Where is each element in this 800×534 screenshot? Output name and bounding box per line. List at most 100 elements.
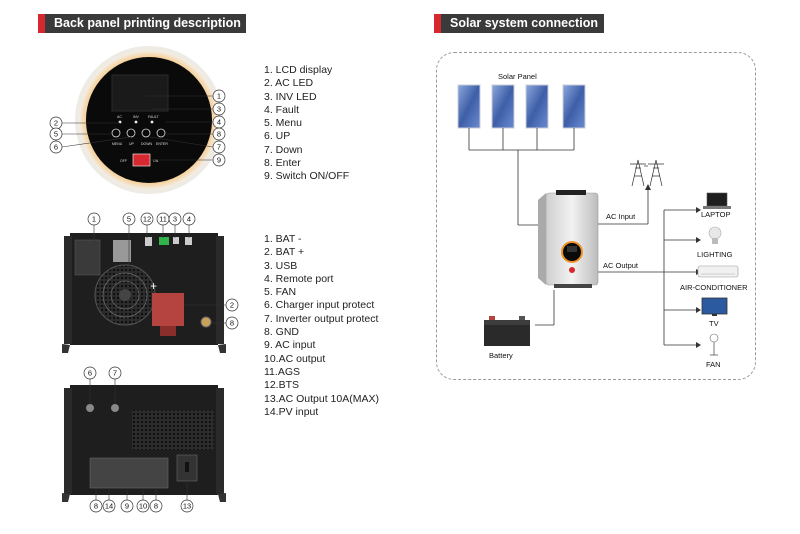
side-callout-14: 14	[105, 502, 113, 511]
power-switch[interactable]	[132, 153, 151, 167]
load-fan: FAN	[706, 360, 721, 369]
battery-label: Battery	[489, 351, 513, 360]
front-callout-3: 3	[217, 105, 221, 114]
solar-panels	[457, 84, 586, 129]
back-panel-list-item: 8. GND	[264, 326, 300, 339]
solar-diagram-frame	[436, 52, 756, 380]
back-panel-list-item: 14.PV input	[264, 405, 319, 418]
side-callout-8b: 8	[154, 502, 158, 511]
ac-led-label: AC	[117, 115, 122, 119]
enter-label: ENTER	[156, 142, 168, 146]
front-panel-list-item: 4. Fault	[264, 103, 300, 116]
down-label: DOWN	[141, 142, 153, 146]
back-panel-list-item: 11.AGS	[264, 365, 300, 378]
front-panel-list-item: 2. AC LED	[264, 77, 314, 90]
lcd-display	[111, 74, 169, 112]
front-callout-4: 4	[217, 118, 221, 127]
ac-output-label: AC Output	[603, 261, 639, 270]
load-lighting: LIGHTING	[697, 250, 733, 259]
side-callout-8a: 8	[94, 502, 98, 511]
side-callout-6: 6	[88, 369, 92, 378]
off-label: OFF	[120, 159, 127, 163]
back-panel-list-item: 1. BAT -	[264, 233, 302, 245]
usb-port	[173, 237, 179, 244]
solar-connection-header-text: Solar system connection	[450, 16, 598, 30]
tv-icon	[701, 297, 728, 316]
vent-grille	[132, 410, 214, 450]
back-panel-list-item: 3. USB	[264, 259, 298, 272]
front-callout-6: 6	[54, 143, 58, 152]
front-panel-illustration: AC INV FAULT MENU UP DOWN ENTER OFF ON	[75, 46, 223, 194]
wiring	[468, 128, 696, 346]
back-panel-list-item: 5. FAN	[264, 286, 297, 299]
solar-panel-2	[491, 84, 515, 129]
remote-port	[185, 237, 192, 245]
gnd-terminal	[200, 316, 212, 328]
front-panel-list-item: 5. Menu	[264, 117, 302, 130]
solar-panel-4	[562, 84, 586, 129]
down-button[interactable]	[141, 128, 151, 138]
back-callout-8: 8	[230, 319, 234, 328]
back-panel-list-item: 12.BTS	[264, 379, 300, 392]
front-panel-list-item: 8. Enter	[264, 157, 301, 170]
enter-button[interactable]	[156, 128, 166, 138]
side-callout-13: 13	[183, 502, 191, 511]
load-laptop: LAPTOP	[701, 210, 730, 219]
back-panel-list-item: 2. BAT +	[264, 246, 305, 259]
ags-port	[159, 237, 169, 245]
bat-plus-terminal	[152, 293, 184, 326]
side-callout-lines	[89, 379, 188, 500]
on-label: ON	[153, 159, 159, 163]
inverter-unit	[538, 190, 599, 288]
laptop-icon	[703, 192, 731, 209]
lighting-icon	[708, 226, 722, 244]
back-callout-4: 4	[187, 215, 191, 224]
front-callout-9: 9	[217, 156, 221, 165]
load-tv: TV	[709, 319, 719, 328]
load-air-conditioner: AIR-CONDITIONER	[680, 283, 748, 292]
back-top-callout-lines	[93, 225, 226, 324]
side-panel-illustration	[62, 385, 226, 502]
front-callout-1: 1	[217, 92, 221, 101]
front-callout-lines	[61, 95, 214, 161]
fault-led-label: FAULT	[148, 115, 159, 119]
menu-button[interactable]	[111, 128, 121, 138]
front-callout-2: 2	[54, 119, 58, 128]
back-top-callouts	[87, 212, 239, 330]
menu-label: MENU	[112, 142, 123, 146]
side-callouts	[83, 366, 194, 513]
back-panel-list-item: 9. AC input	[264, 339, 316, 352]
back-panel-list-item: 13.AC Output 10A(MAX)	[264, 392, 379, 405]
front-panel-list-item: 7. Down	[264, 143, 303, 156]
back-callout-2: 2	[230, 301, 234, 310]
side-callout-7: 7	[113, 369, 117, 378]
back-callout-1: 1	[92, 215, 96, 224]
front-panel-list-item: 3. INV LED	[264, 90, 317, 103]
battery-icon	[484, 316, 530, 346]
solar-panel-label: Solar Panel	[498, 72, 537, 81]
side-callout-10: 10	[139, 502, 147, 511]
front-panel-list-item: 1. LCD display	[264, 64, 333, 76]
front-callout-5: 5	[54, 130, 58, 139]
solar-connection-header: Solar system connection	[434, 14, 604, 33]
front-panel-list-item: 6. UP	[264, 130, 291, 143]
fan-icon	[709, 333, 719, 356]
back-panel-list-item: 4. Remote port	[264, 272, 334, 285]
side-callout-9: 9	[125, 502, 129, 511]
front-callout-8: 8	[217, 130, 221, 139]
back-callout-5: 5	[127, 215, 131, 224]
back-callout-12: 12	[143, 215, 151, 224]
back-panel-list-item: 10.AC output	[264, 352, 326, 365]
solar-panel-1	[457, 84, 481, 129]
front-callouts	[49, 89, 226, 167]
back-panel-list-item: 6. Charger input protect	[264, 299, 375, 312]
back-panel-header-text: Back panel printing description	[54, 16, 241, 30]
air-conditioner-icon	[697, 265, 739, 278]
up-label: UP	[129, 142, 135, 146]
back-panel-header: Back panel printing description	[38, 14, 246, 33]
ac-input-label: AC Input	[606, 212, 636, 221]
back-panel-illustration: +	[62, 233, 226, 353]
